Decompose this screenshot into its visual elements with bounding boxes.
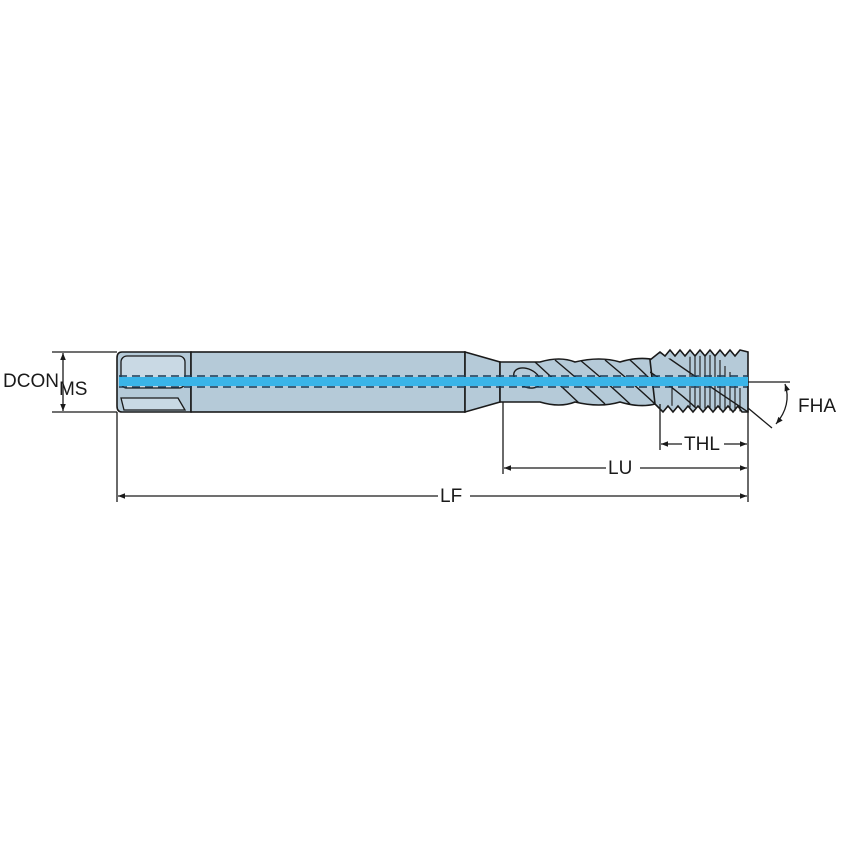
- dcon-label-sub: MS: [58, 379, 88, 400]
- dcon-dimension: [52, 351, 117, 413]
- dcon-label-main: DCON: [3, 371, 59, 392]
- lf-label: LF: [440, 486, 463, 507]
- dcon-label: DCONMS: [3, 371, 87, 399]
- extension-lines: [116, 386, 749, 502]
- thl-label: THL: [684, 434, 720, 455]
- fha-label: FHA: [798, 396, 836, 417]
- coolant-channel: [119, 375, 748, 388]
- lu-label: LU: [608, 458, 633, 479]
- fha-dimension: [747, 381, 790, 429]
